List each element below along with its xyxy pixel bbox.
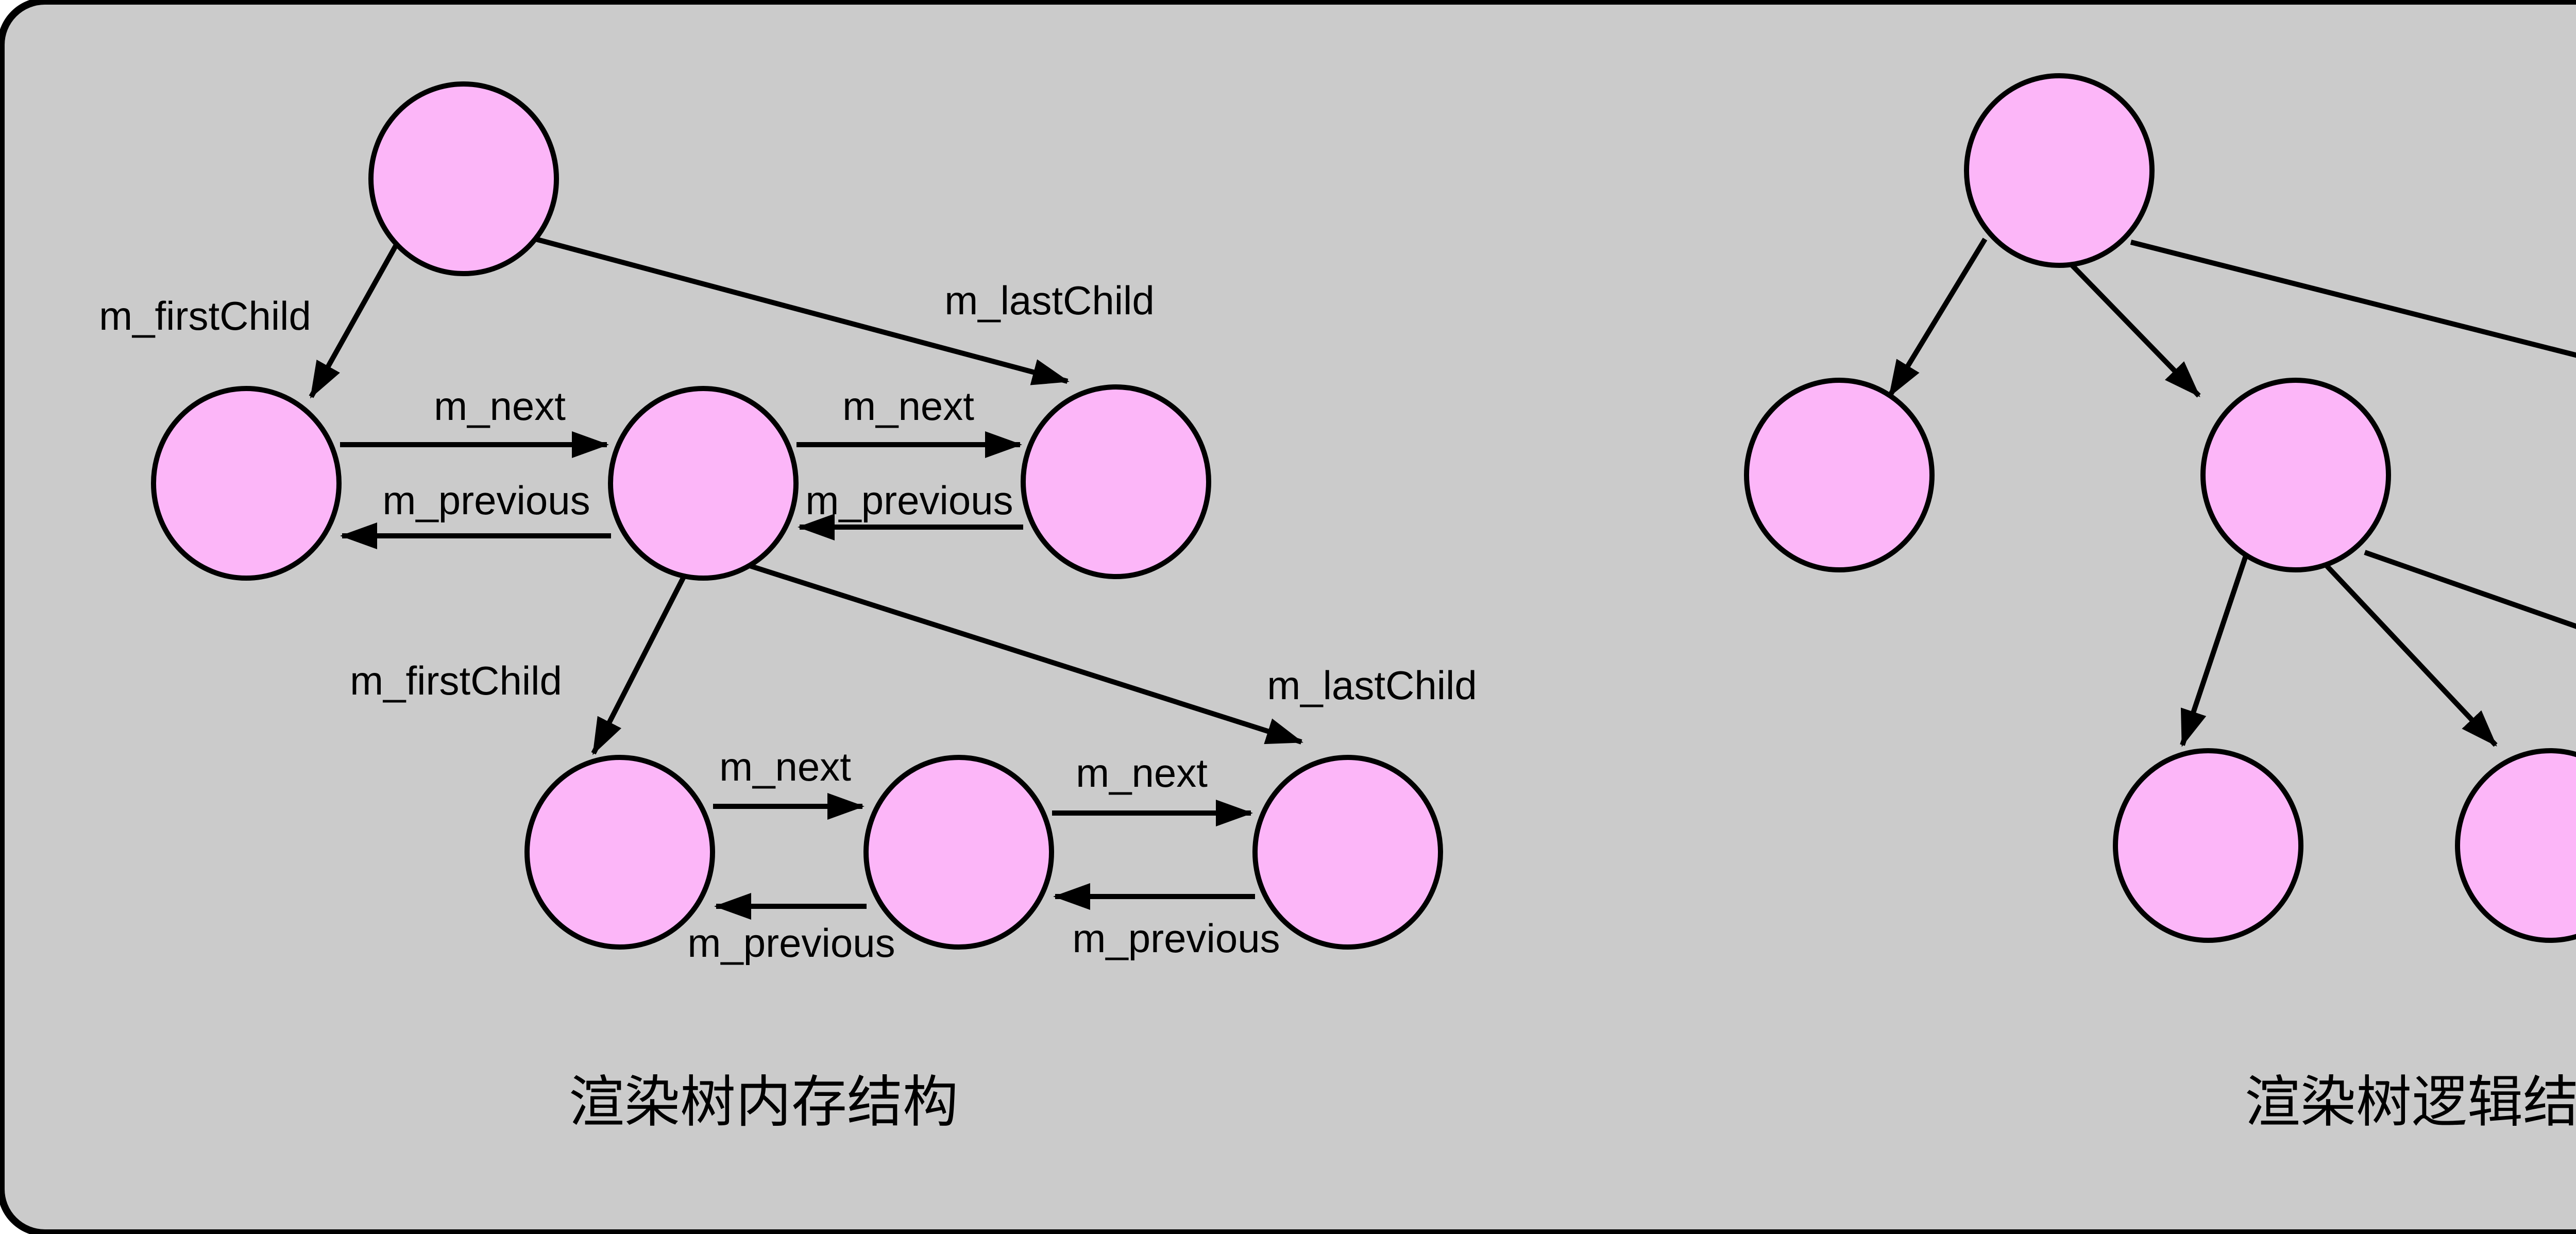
edge-firstchild-root-to-child1 — [309, 241, 400, 399]
label-m-firstchild: m_firstChild — [350, 658, 562, 703]
label-m-previous: m_previous — [1072, 916, 1280, 961]
label-m-lastchild: m_lastChild — [944, 278, 1154, 323]
label-m-next: m_next — [719, 744, 851, 789]
label-m-previous: m_previous — [805, 478, 1013, 523]
label-m-firstchild: m_firstChild — [99, 293, 311, 339]
tree-node-root — [1964, 73, 2155, 268]
edge-lastchild-child2-to-grandchild3 — [723, 555, 1303, 745]
caption-logical-structure: 渲染树逻辑结构 — [2245, 1071, 2576, 1133]
logical-structure-diagram: 渲染树逻辑结构 — [1744, 73, 2576, 1133]
label-m-next: m_next — [1076, 750, 1208, 796]
edge-child2-to-grandchild3 — [2364, 550, 2576, 629]
tree-node-root — [368, 81, 559, 276]
edge-child2-to-grandchild1 — [2180, 553, 2249, 747]
edge-firstchild-child2-to-grandchild1 — [591, 571, 688, 755]
tree-node-child2 — [608, 386, 799, 581]
label-m-next: m_next — [434, 383, 566, 429]
label-m-previous: m_previous — [382, 478, 590, 523]
edge-lastchild-root-to-child3 — [531, 235, 1070, 385]
edge-root-to-child2 — [2070, 263, 2201, 398]
tree-node-grandchild1 — [2113, 748, 2303, 943]
tree-node-grandchild2 — [863, 755, 1054, 950]
edge-root-to-child1 — [1887, 238, 1988, 398]
label-m-lastchild: m_lastChild — [1267, 663, 1477, 708]
tree-node-grandchild1 — [524, 755, 715, 950]
label-m-next: m_next — [842, 383, 974, 429]
tree-node-child2 — [2200, 378, 2391, 572]
tree-node-grandchild3 — [1252, 755, 1443, 950]
memory-structure-diagram: m_firstChild m_lastChild m_next m_previo… — [99, 81, 1477, 1133]
tree-node-child1 — [1744, 378, 1935, 572]
edge-root-to-child3 — [2130, 240, 2576, 358]
label-m-previous: m_previous — [687, 920, 895, 966]
caption-memory-structure: 渲染树内存结构 — [569, 1071, 958, 1133]
tree-node-child3 — [1021, 384, 1211, 579]
tree-node-child1 — [151, 386, 342, 581]
edge-child2-to-grandchild2 — [2325, 564, 2498, 747]
tree-node-grandchild2 — [2455, 748, 2576, 943]
